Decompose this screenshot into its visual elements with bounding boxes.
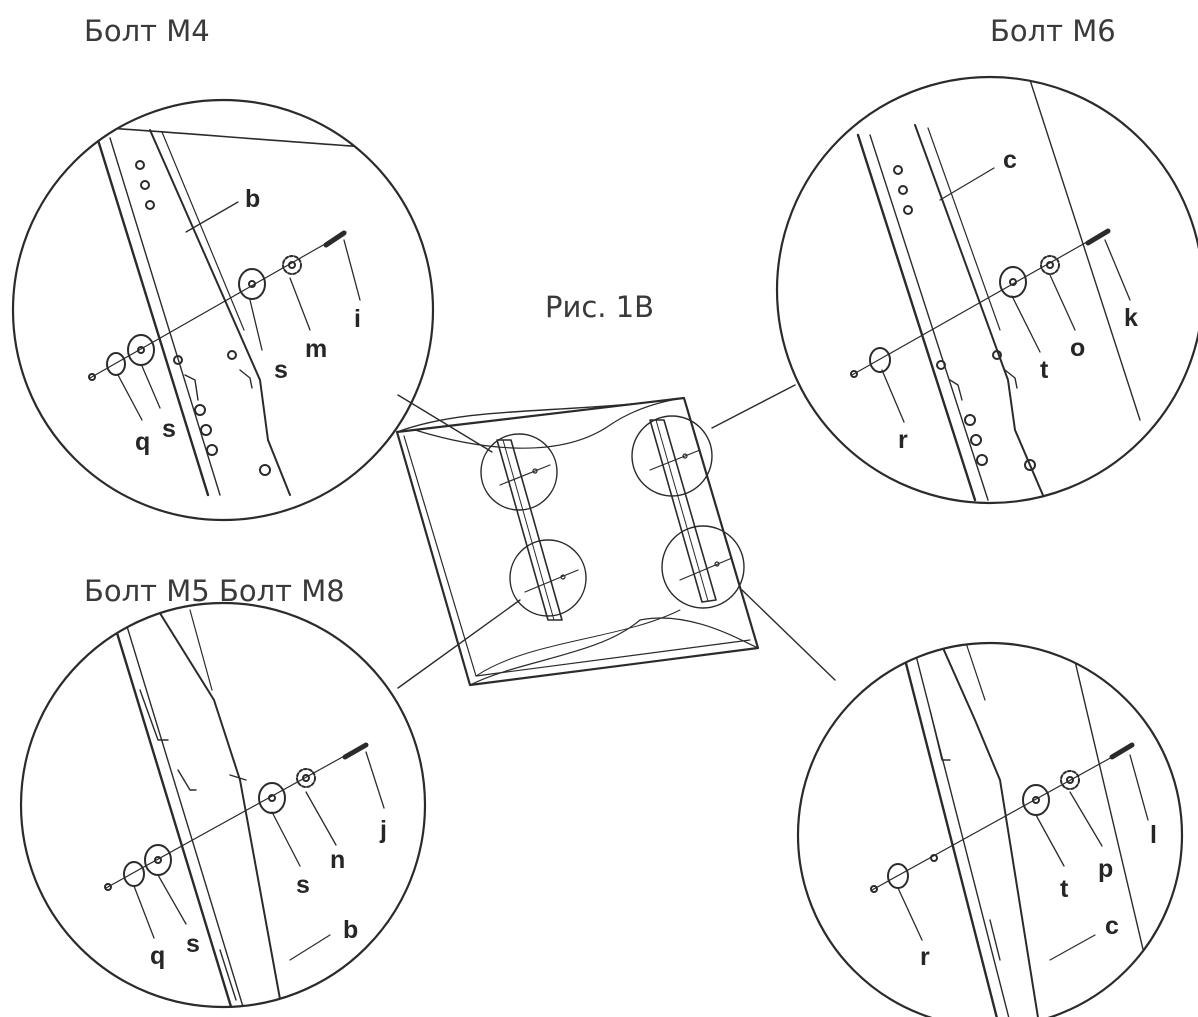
tv-back-plate [395,396,760,687]
bolt-m4-title: Болт М4 [84,14,210,48]
part-label-l: l [1150,821,1157,849]
detail-circle-m5-m8 [19,601,427,1009]
part-label-c: c [1003,146,1017,174]
figure-caption: Рис. 1В [545,290,655,324]
part-label-b: b [245,185,260,213]
part-label-s: s [186,930,200,958]
bolt-m6-title: Болт М6 [990,14,1116,48]
part-label-q: q [150,942,165,970]
part-label-i: i [354,305,361,333]
part-label-r: r [920,943,930,971]
part-label-q: q [135,428,150,456]
part-label-m: m [305,335,327,363]
part-label-s: s [162,415,176,443]
part-label-p: p [1098,855,1113,883]
detail-circle-m6 [775,75,1198,505]
leader-lines [397,384,836,689]
part-label-s: s [296,871,310,899]
part-label-s: s [274,356,288,384]
detail-circle-m4 [11,98,435,522]
part-label-t: t [1060,875,1069,903]
part-label-o: o [1070,334,1085,362]
plate-detail-circle [480,433,558,511]
part-label-n: n [330,846,345,874]
part-label-t: t [1040,356,1049,384]
plate-detail-circle [509,539,587,617]
leader-line-bottom-right [741,589,836,681]
part-label-j: j [379,816,387,844]
part-label-r: r [898,426,908,454]
part-label-c: c [1105,912,1119,940]
plate-detail-circle [631,415,713,497]
detail-circle-bottom-right [796,641,1184,1017]
plate-detail-circle [661,525,745,609]
leader-line-top-left [397,394,493,453]
leader-line-top-right [711,384,796,429]
part-label-b: b [343,916,358,944]
part-label-k: k [1124,304,1138,332]
label-ticks [117,167,1149,941]
